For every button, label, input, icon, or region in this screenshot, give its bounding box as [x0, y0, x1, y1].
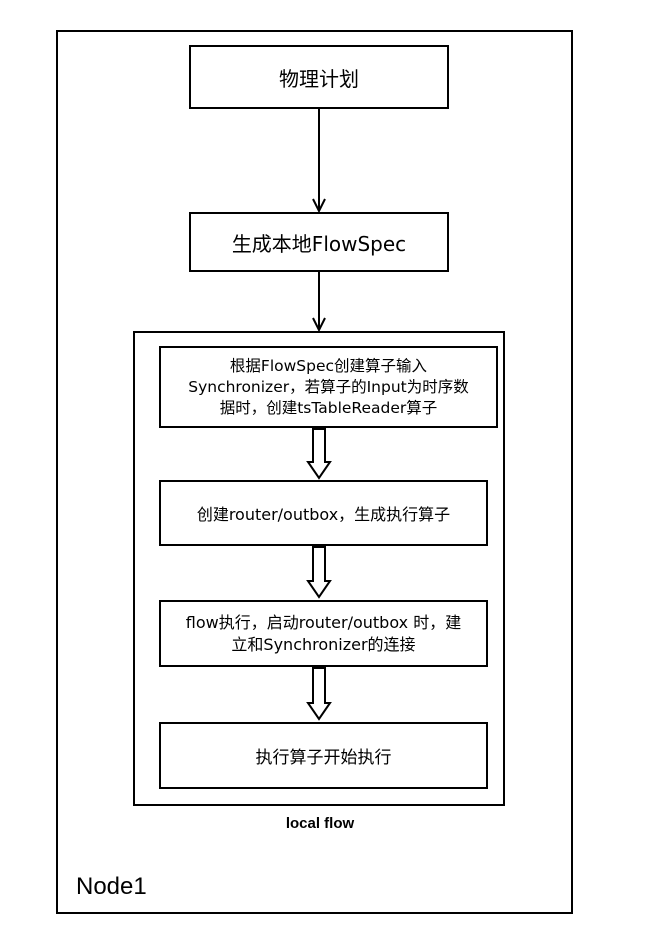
step-create-router: 创建router/outbox，生成执行算子	[159, 480, 488, 546]
step-create-router-line-1: 创建router/outbox，生成执行算子	[196, 505, 451, 524]
step-create-synchronizer-line-1: 根据FlowSpec创建算子输入	[229, 356, 428, 375]
step-physical-plan-line-1: 物理计划	[279, 66, 359, 91]
step-generate-flowspec-line-1: 生成本地FlowSpec	[231, 231, 407, 256]
node-label: Node1	[76, 873, 147, 900]
edge-create-synchronizer-to-create-router	[306, 428, 332, 480]
local-flow-label: local flow	[285, 815, 355, 832]
edge-physical-plan-to-generate-flowspec	[312, 109, 326, 214]
edge-generate-flowspec-to-local-flow	[312, 272, 326, 333]
step-operator-execute: 执行算子开始执行	[159, 722, 488, 789]
step-operator-execute-line-1: 执行算子开始执行	[255, 748, 392, 768]
edge-flow-execute-to-operator-execute	[306, 667, 332, 721]
edge-create-router-to-flow-execute	[306, 546, 332, 599]
step-physical-plan: 物理计划	[189, 45, 449, 109]
step-flow-execute: flow执行，启动router/outbox 时，建 立和Synchronize…	[159, 600, 488, 667]
step-flow-execute-line-2: 立和Synchronizer的连接	[231, 634, 416, 654]
step-create-synchronizer-line-3: 据时，创建tsTableReader算子	[219, 398, 438, 417]
step-flow-execute-line-1: flow执行，启动router/outbox 时，建	[185, 612, 462, 632]
step-generate-flowspec: 生成本地FlowSpec	[189, 212, 449, 272]
step-create-synchronizer: 根据FlowSpec创建算子输入 Synchronizer，若算子的Input为…	[159, 346, 498, 428]
step-create-synchronizer-line-2: Synchronizer，若算子的Input为时序数	[188, 377, 469, 396]
